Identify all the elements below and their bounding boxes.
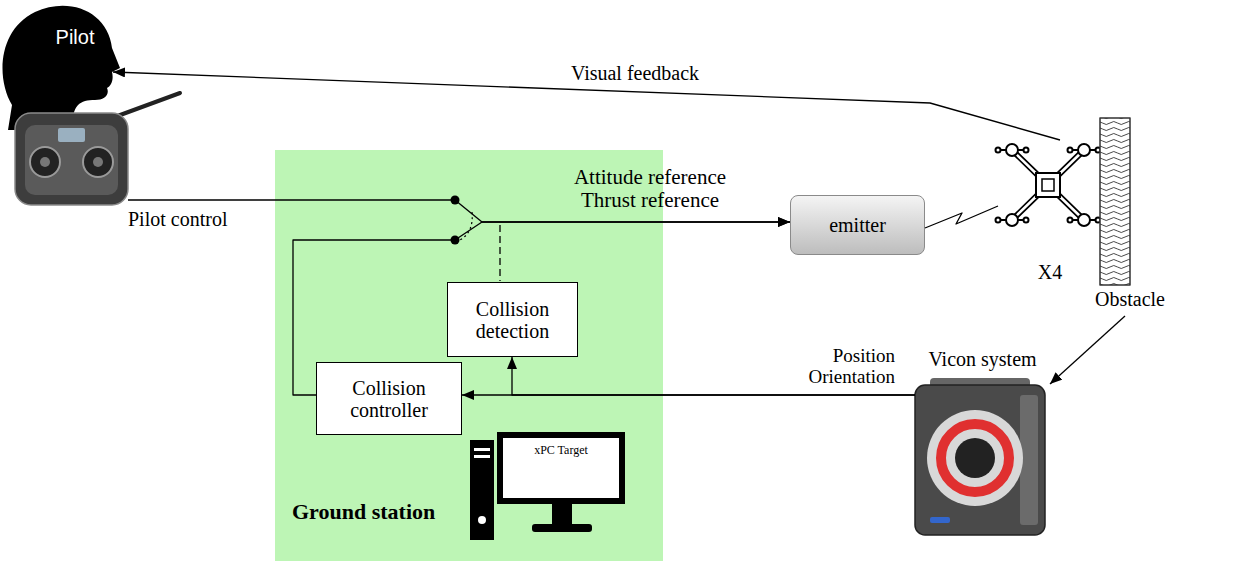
remote-controller <box>93 157 103 167</box>
null <box>1012 150 1084 220</box>
null <box>1012 150 1048 185</box>
vicon-camera <box>915 378 1045 535</box>
vicon-camera <box>927 410 1023 506</box>
computer-icon <box>532 524 592 532</box>
null <box>1048 185 1084 220</box>
node-label: Obstacle <box>1090 288 1170 310</box>
box-label: emitter <box>797 214 918 236</box>
signal-arrow <box>925 206 998 228</box>
null <box>996 148 1001 153</box>
obstacle: Obstacle <box>1090 112 1170 312</box>
process-box: Collision detection <box>447 282 578 357</box>
selector-switch <box>499 225 500 281</box>
remote-controller <box>83 147 113 177</box>
computer-icon <box>474 455 490 458</box>
pilot-head <box>2 6 120 130</box>
null <box>1096 148 1101 153</box>
null <box>1068 218 1073 223</box>
node-label: Pilot control <box>128 208 268 230</box>
null <box>1006 214 1018 226</box>
node-label: Ground station <box>292 500 512 524</box>
quadrotor-illustration <box>996 144 1101 226</box>
null <box>998 149 1026 151</box>
remote-controller <box>112 93 180 118</box>
obstacle-wall <box>1100 118 1130 285</box>
null <box>1012 150 1084 220</box>
null <box>1068 148 1073 153</box>
computer-screen: xPC Target <box>497 432 625 504</box>
remote-controller <box>58 128 85 142</box>
edge-label: Visual feedback <box>560 62 710 84</box>
signal-arrow <box>1050 316 1125 384</box>
edge-label-holder: Position Orientation <box>790 346 895 388</box>
computer-icon <box>474 448 490 451</box>
edge-label: Attitude reference Thrust reference <box>560 166 740 212</box>
quadrotor-illustration <box>1036 173 1060 197</box>
vicon-camera <box>955 438 995 478</box>
remote-controller <box>15 93 180 205</box>
null <box>1048 150 1084 185</box>
null <box>1048 185 1084 220</box>
remote-controller <box>15 113 128 205</box>
vicon-camera <box>930 517 950 523</box>
vicon-camera <box>930 378 1030 388</box>
node-label: xPC Target <box>503 444 619 457</box>
node-label: Pilot <box>45 26 105 48</box>
signal-arrow <box>462 394 915 395</box>
null <box>1078 214 1090 226</box>
remote-controller <box>30 147 60 177</box>
null <box>1024 148 1029 153</box>
computer-icon <box>470 440 592 540</box>
emitter-box: emitter <box>790 195 925 255</box>
null <box>996 144 1101 226</box>
null <box>1024 218 1029 223</box>
vicon-camera <box>941 424 1009 492</box>
pilot-head: Pilot <box>0 0 120 130</box>
null <box>1096 218 1101 223</box>
null <box>1012 185 1048 220</box>
null <box>1078 144 1090 156</box>
selector-switch <box>460 212 472 240</box>
node-label: Vicon system <box>900 348 1065 370</box>
edge-label: Position Orientation <box>790 346 895 388</box>
node-label: X4 <box>995 261 1105 283</box>
computer-icon <box>552 504 572 526</box>
obstacle-wall <box>1100 118 1130 285</box>
computer-icon <box>478 516 486 524</box>
box-label: Collision detection <box>454 298 571 342</box>
selector-switch <box>451 236 460 245</box>
vicon-camera <box>1020 395 1038 525</box>
null <box>1048 150 1084 185</box>
null <box>998 219 1026 221</box>
quadrotor: X4 <box>995 128 1105 288</box>
computer-icon <box>470 440 494 540</box>
vicon-camera: Vicon system <box>900 348 1065 548</box>
quadrotor-illustration <box>1042 179 1054 191</box>
null <box>996 218 1001 223</box>
null <box>1070 219 1098 221</box>
null <box>1012 185 1048 220</box>
null <box>1070 149 1098 151</box>
edge-label-holder: Attitude reference Thrust reference <box>560 166 740 212</box>
signal-arrow <box>293 222 790 395</box>
process-box: Collision controller <box>316 362 462 435</box>
selector-switch <box>451 196 501 282</box>
remote-controller: Pilot control <box>10 95 270 235</box>
remote-controller <box>25 125 118 195</box>
pilot-head <box>2 6 120 130</box>
remote-controller <box>40 157 50 167</box>
box-label: Collision controller <box>323 377 455 421</box>
obstacle-wall <box>1100 118 1130 285</box>
selector-switch <box>451 196 460 205</box>
null <box>1012 150 1048 185</box>
null <box>1006 144 1018 156</box>
edge-label-holder: Visual feedback <box>560 62 710 84</box>
vicon-camera <box>915 385 1045 535</box>
